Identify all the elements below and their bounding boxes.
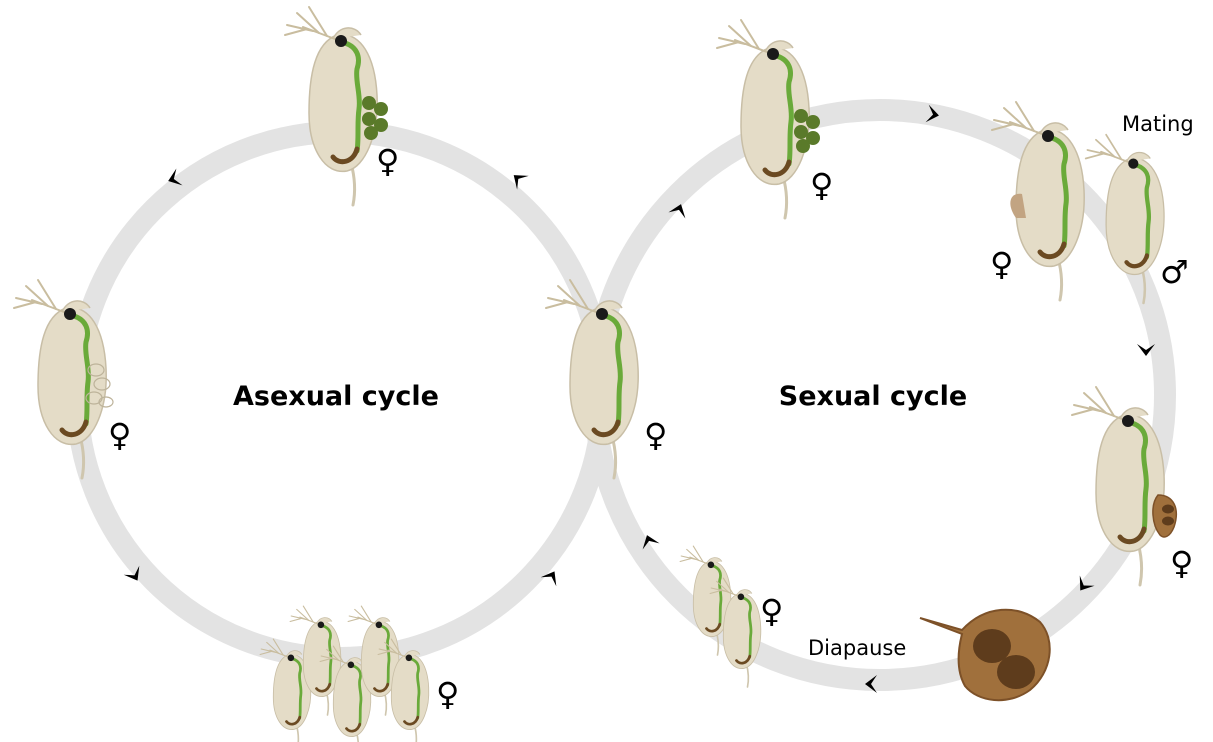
female-symbol: ♀ [644,416,667,454]
female-symbol: ♀ [436,675,459,713]
female-symbol: ♀ [760,592,783,630]
sexual-cycle-title: Sexual cycle [779,381,967,412]
mating-label: Mating [1122,112,1194,136]
asexual-cycle-title: Asexual cycle [233,381,439,412]
male-symbol: ♂ [1160,253,1189,291]
female-symbol: ♀ [108,416,131,454]
daphnia-icon [285,7,388,205]
female-symbol: ♀ [810,166,833,204]
diapause-label: Diapause [808,636,906,660]
female-symbol: ♀ [376,142,399,180]
female-symbol: ♀ [1170,544,1193,582]
female-symbol: ♀ [990,245,1013,283]
daphnia-icon [717,20,820,218]
ephippium-icon [920,610,1050,700]
